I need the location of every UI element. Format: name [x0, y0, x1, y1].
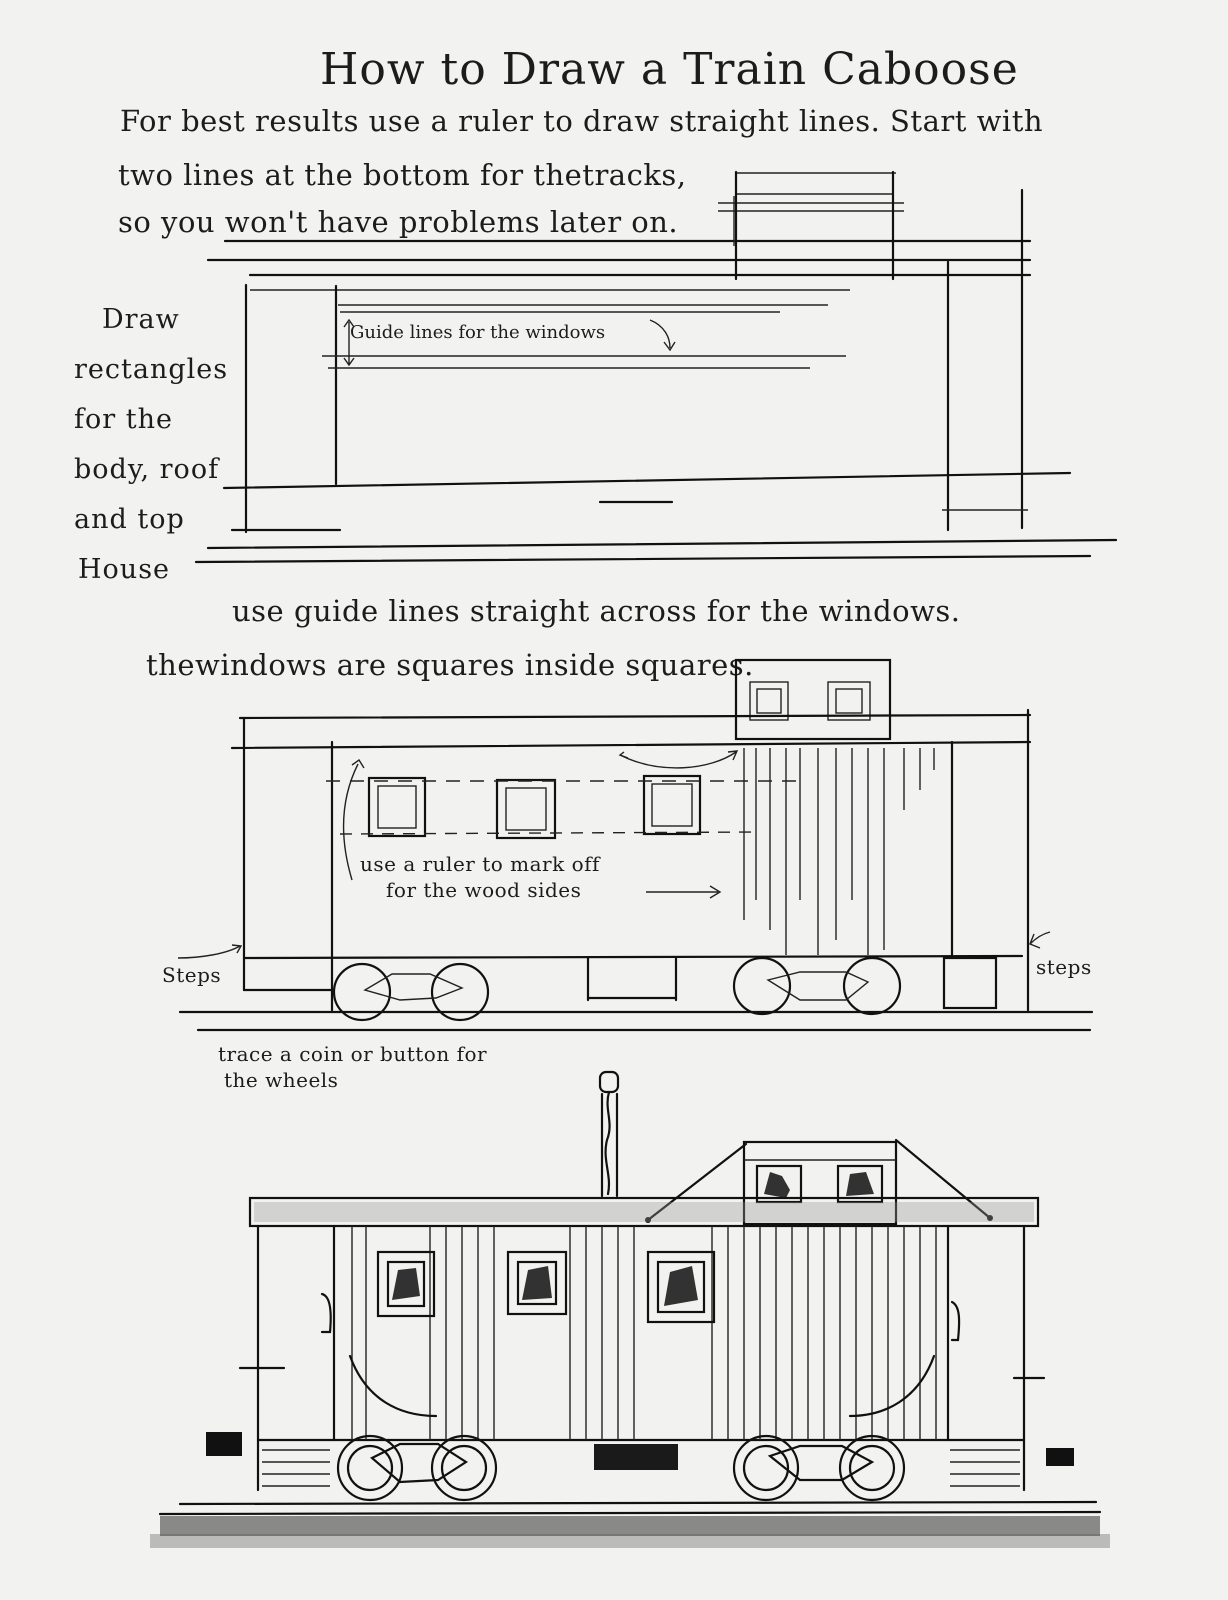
- page-title: How to Draw a Train Caboose: [320, 44, 1019, 95]
- step1-label-line-2: rectangles: [74, 354, 229, 385]
- wheels-note-line-1: trace a coin or button for: [218, 1042, 488, 1066]
- step2-line-2: thewindows are squares inside squares.: [146, 648, 754, 682]
- intro-line-2: two lines at the bottom for thetracks,: [118, 158, 687, 192]
- step1-label-line-5: and top: [74, 504, 185, 535]
- wheels-note-line-2: the wheels: [224, 1068, 339, 1092]
- step1-label-line-6: House: [78, 554, 171, 585]
- step1-label-line-1: Draw: [102, 304, 180, 335]
- step1-label-line-4: body, roof: [74, 454, 220, 485]
- finished-steps: [262, 1449, 1020, 1487]
- step2-caboose-outline: [177, 658, 1094, 1032]
- ruler-note-line-2: for the wood sides: [386, 878, 582, 902]
- steps-label-left: Steps: [162, 963, 222, 987]
- intro-line-1: For best results use a ruler to draw str…: [120, 104, 1044, 138]
- steps-label-right: steps: [1036, 955, 1092, 979]
- step1-construction-drawing: [194, 170, 1118, 564]
- finished-wood-siding: [351, 1226, 937, 1440]
- intro-line-3: so you won't have problems later on.: [118, 205, 679, 239]
- step3-finished-caboose: [150, 1070, 1110, 1548]
- step2-line-1: use guide lines straight across for the …: [232, 594, 961, 628]
- wood-siding-lines: [743, 748, 935, 955]
- ruler-note-line-1: use a ruler to mark off: [360, 852, 600, 876]
- window-guide-note: Guide lines for the windows: [350, 322, 606, 343]
- step1-label-line-3: for the: [74, 404, 173, 435]
